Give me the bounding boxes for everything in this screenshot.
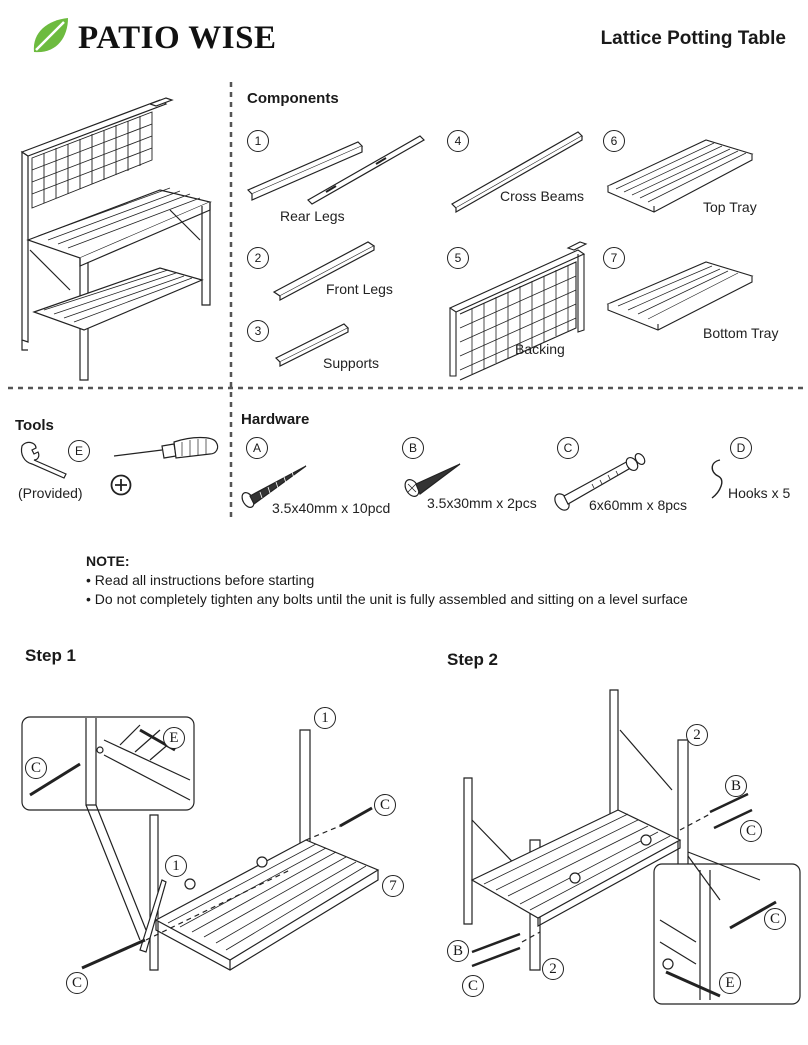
step2-callout-2-left: 2 [542, 958, 564, 980]
hardware-label-b: 3.5x30mm x 2pcs [427, 495, 537, 511]
note-heading: NOTE: [86, 553, 130, 569]
hardware-letter-b: B [402, 437, 424, 459]
note-line-2: • Do not completely tighten any bolts un… [86, 591, 688, 607]
component-label-backing: Backing [515, 341, 565, 357]
note-line-1: • Read all instructions before starting [86, 572, 315, 588]
document-title: Lattice Potting Table [600, 28, 786, 49]
tools-title: Tools [15, 417, 54, 434]
component-number-2: 2 [247, 247, 269, 269]
bottom-tray-part [606, 261, 754, 331]
tool-letter-e: E [68, 440, 90, 462]
hardware-letter-a: A [246, 437, 268, 459]
note-block: NOTE: • Read all instructions before sta… [86, 552, 688, 609]
top-tray-part [606, 139, 754, 213]
step1-callout-1-left: 1 [165, 855, 187, 877]
step2-callout-c-left: C [462, 975, 484, 997]
front-legs-part [272, 241, 376, 301]
bolt-c-icon [554, 452, 646, 511]
component-number-1: 1 [247, 130, 269, 152]
assembled-table-illustration [20, 97, 212, 381]
step1-callout-c-bottom: C [66, 972, 88, 994]
leaf-icon [33, 18, 68, 53]
hardware-label-c: 6x60mm x 8pcs [589, 497, 688, 513]
hook-d-icon [711, 459, 723, 499]
hardware-title: Hardware [241, 411, 310, 428]
hardware-letter-c: C [557, 437, 579, 459]
component-label-cross-beams: Cross Beams [500, 188, 585, 204]
step2-callout-2-right: 2 [686, 724, 708, 746]
phillips-head-icon [110, 474, 132, 496]
step1-callout-c-right: C [374, 794, 396, 816]
component-label-bottom-tray: Bottom Tray [703, 325, 779, 341]
phillips-screwdriver-icon [113, 436, 219, 459]
step1-illustration [21, 716, 380, 971]
hardware-label-d: Hooks x 5 [728, 485, 791, 501]
component-number-4: 4 [447, 130, 469, 152]
component-label-rear-legs: Rear Legs [280, 208, 345, 224]
step2-callout-b-right: B [725, 775, 747, 797]
step2-illustration [463, 689, 801, 1005]
wrench-note: (Provided) [18, 485, 83, 501]
step2-callout-c-right: C [740, 820, 762, 842]
screw-b-icon [404, 463, 461, 497]
brand-name: PATIO WISE [78, 20, 277, 56]
section-dividers [8, 82, 803, 520]
component-number-5: 5 [447, 247, 469, 269]
component-label-top-tray: Top Tray [703, 199, 757, 215]
step2-callout-c-inset: C [764, 908, 786, 930]
supports-part [274, 323, 350, 367]
component-number-7: 7 [603, 247, 625, 269]
step2-callout-e: E [719, 972, 741, 994]
screw-a-icon [241, 465, 307, 508]
step1-callout-e: E [163, 727, 185, 749]
step1-callout-7: 7 [382, 875, 404, 897]
step2-callout-b-left: B [447, 940, 469, 962]
component-label-supports: Supports [323, 355, 380, 371]
step1-callout-c-inset: C [25, 757, 47, 779]
step1-callout-1-right: 1 [314, 707, 336, 729]
hardware-letter-d: D [730, 437, 752, 459]
step2-title: Step 2 [447, 650, 499, 669]
component-label-front-legs: Front Legs [326, 281, 393, 297]
cross-beams-part [451, 131, 583, 214]
components-title: Components [247, 90, 339, 107]
hardware-label-a: 3.5x40mm x 10pcd [272, 500, 391, 516]
wrench-icon [20, 441, 67, 479]
component-number-3: 3 [247, 320, 269, 342]
step1-title: Step 1 [25, 646, 77, 665]
rear-legs-part [246, 135, 425, 205]
component-number-6: 6 [603, 130, 625, 152]
backing-part [448, 241, 588, 381]
